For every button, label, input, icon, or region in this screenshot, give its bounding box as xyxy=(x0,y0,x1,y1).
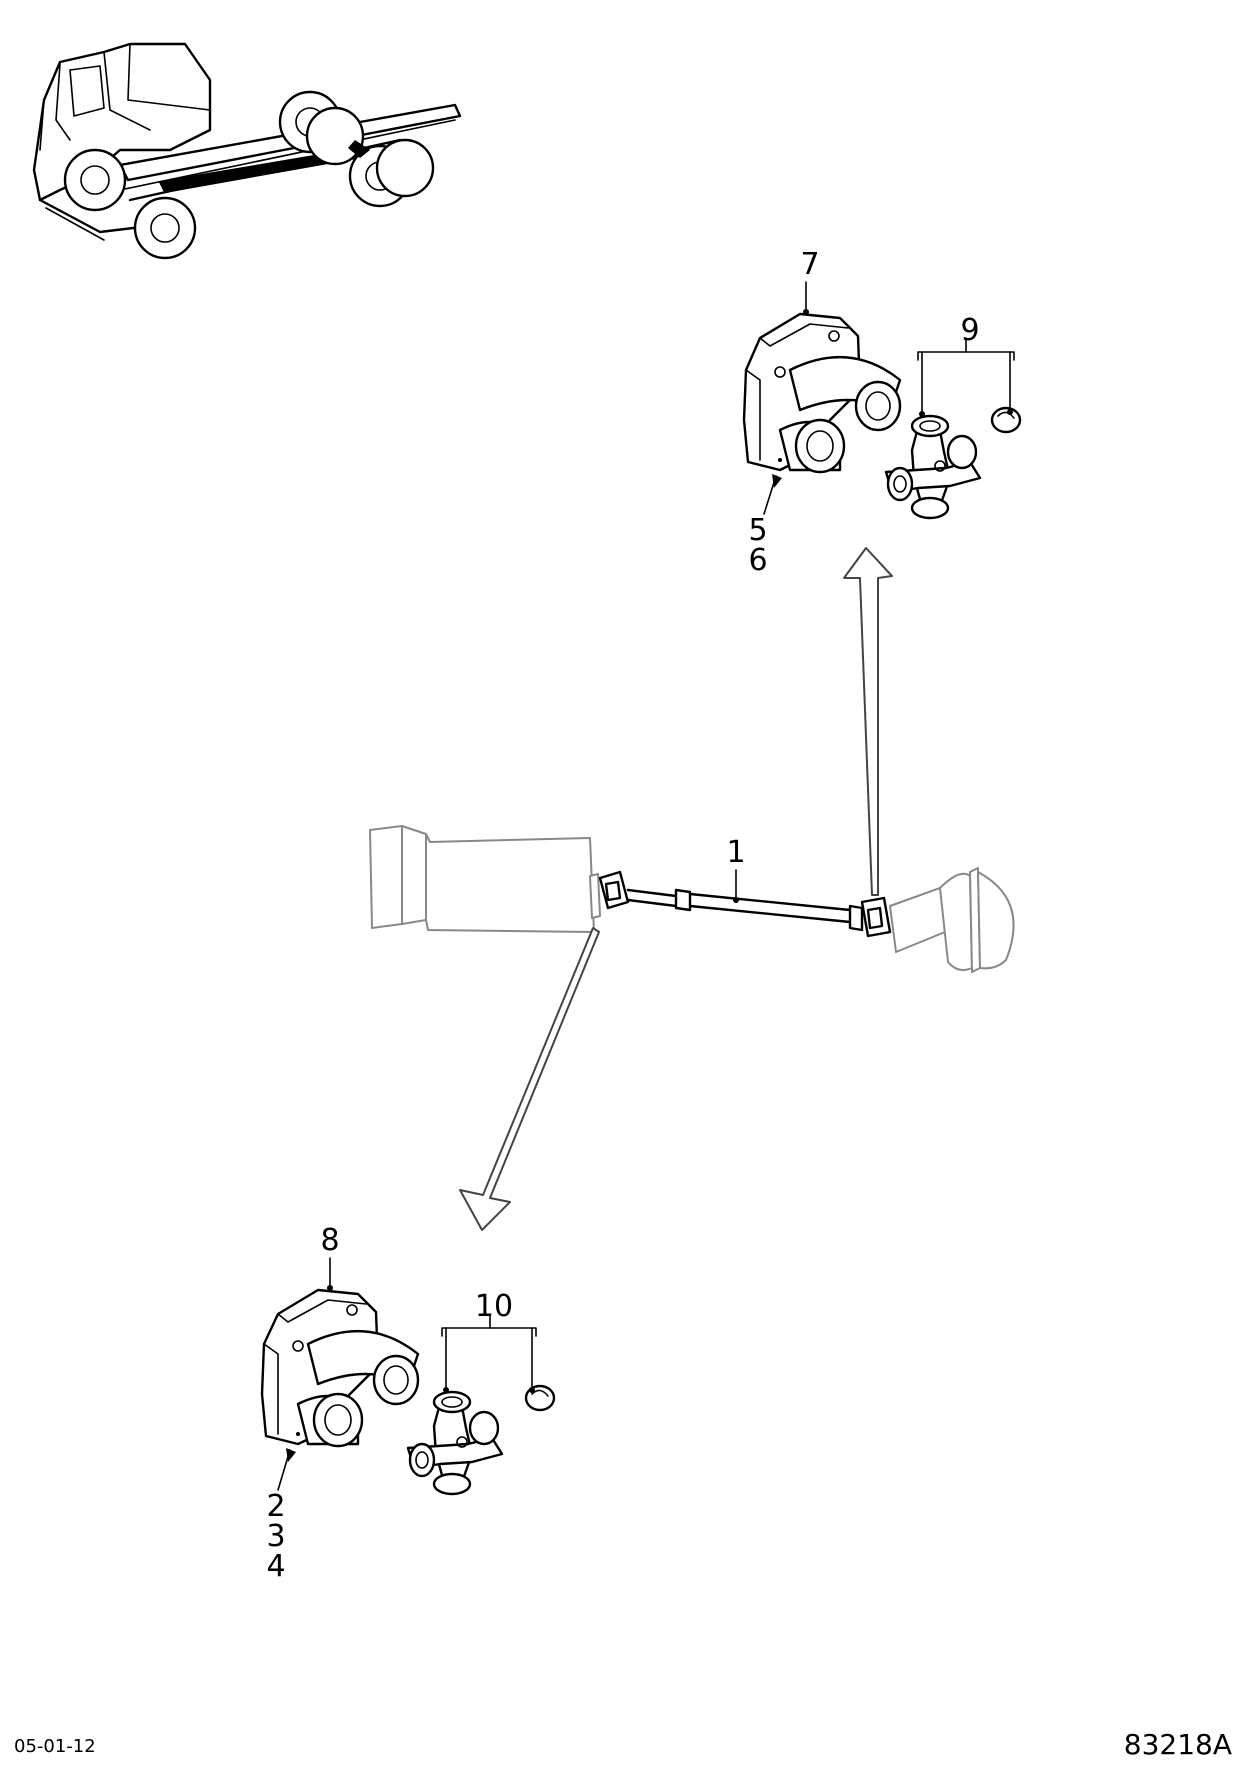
drive-shaft-assembly xyxy=(369,825,1015,973)
top-spider-kit xyxy=(884,406,1022,520)
callout-2: 2 xyxy=(266,1489,285,1524)
bottom-spider-kit xyxy=(406,1384,556,1496)
shaft-leader xyxy=(733,869,739,903)
callout-10: 10 xyxy=(475,1289,513,1324)
callout-5: 5 xyxy=(748,513,767,548)
bottom-leaders xyxy=(277,1257,537,1491)
callout-4: 4 xyxy=(266,1549,285,1584)
callout-8: 8 xyxy=(320,1223,339,1258)
top-leaders xyxy=(763,281,1015,515)
top-flange-yoke xyxy=(742,312,902,474)
arrow-to-top-detail xyxy=(843,547,893,896)
callout-6: 6 xyxy=(748,543,767,578)
callout-3: 3 xyxy=(266,1519,285,1554)
arrow-to-bottom-detail xyxy=(459,927,600,1231)
bottom-flange-yoke xyxy=(260,1288,420,1448)
callout-1: 1 xyxy=(726,835,745,870)
callout-9: 9 xyxy=(960,313,979,348)
figure-id: 83218A xyxy=(1124,1728,1232,1761)
truck-locator-thumbnail xyxy=(32,42,462,260)
date-code: 05-01-12 xyxy=(14,1736,96,1757)
callout-7: 7 xyxy=(800,247,819,282)
